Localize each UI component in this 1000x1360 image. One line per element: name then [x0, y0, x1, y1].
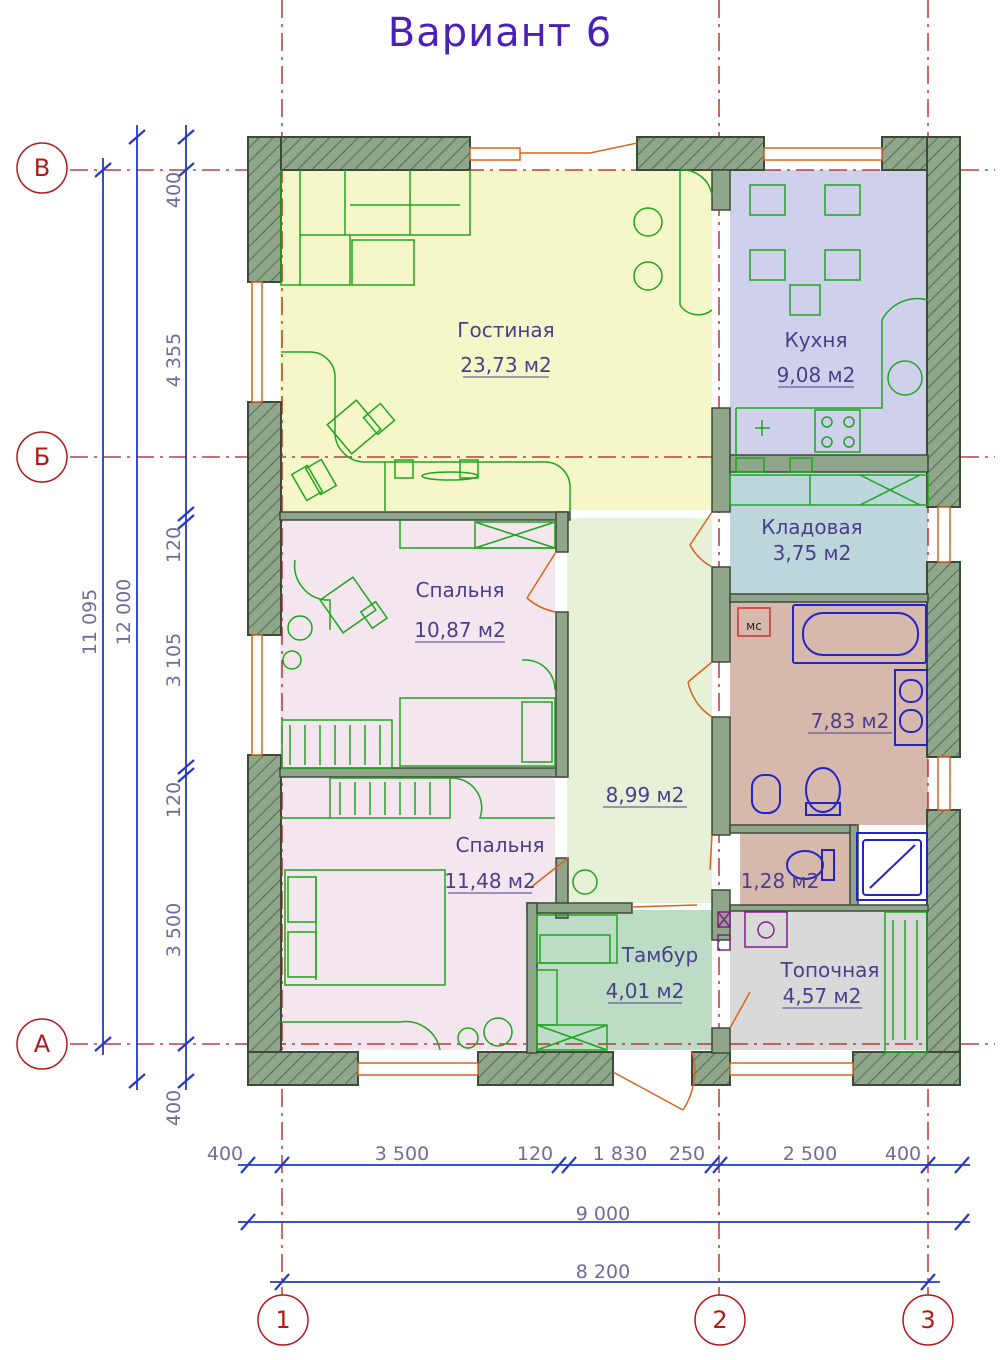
boiler-fixtures — [717, 911, 788, 951]
plan-title: Вариант 6 — [387, 10, 613, 56]
bathroom-fixtures — [737, 604, 928, 901]
axis-bubble-col — [257, 1294, 309, 1346]
room-area: 3,75 м2 — [773, 541, 852, 565]
room-name: Тамбур — [621, 943, 698, 967]
axis-label-row: А — [34, 1030, 51, 1058]
dim-left-segment: 120 — [163, 782, 185, 818]
bedroom1-fill — [280, 518, 555, 770]
windows — [251, 147, 951, 1076]
room-fills — [280, 170, 928, 1050]
room-area: 8,99 м2 — [606, 783, 685, 807]
ms-label: мс — [746, 619, 762, 633]
dimension-lines — [94, 125, 970, 1291]
bedroom2-fill — [280, 778, 555, 1050]
dim-left-segment: 400 — [163, 172, 185, 208]
dim-bottom-segment: 400 — [207, 1143, 243, 1165]
room-area: 1,28 м2 — [741, 869, 820, 893]
axis-label-col: 1 — [275, 1306, 290, 1334]
dim-bottom-segment: 400 — [885, 1143, 921, 1165]
axis-bubble-row — [16, 142, 68, 194]
room-area: 7,83 м2 — [811, 709, 890, 733]
dim-bottom-segment: 1 830 — [593, 1143, 647, 1165]
living-room-fill-lower — [280, 440, 570, 512]
room-area: 11,48 м2 — [444, 869, 535, 893]
interior-walls — [279, 169, 929, 1054]
doors — [520, 142, 751, 1111]
axis-label-col: 3 — [920, 1306, 935, 1334]
dim-bottom-total-outer: 9 000 — [576, 1203, 630, 1225]
axis-label-col: 2 — [712, 1306, 727, 1334]
axis-label-row: Б — [34, 443, 50, 471]
furniture — [280, 169, 929, 1053]
axis-label-row: В — [34, 154, 50, 182]
vestibule-fill — [535, 910, 712, 1050]
dim-bottom-segment: 3 500 — [375, 1143, 429, 1165]
exterior-walls — [247, 136, 961, 1086]
room-name: Топочная — [780, 958, 880, 982]
dim-bottom-total-inner: 8 200 — [576, 1261, 630, 1283]
dim-left-segment: 400 — [163, 1090, 185, 1126]
dim-bottom-segment: 2 500 — [783, 1143, 837, 1165]
room-area: 9,08 м2 — [777, 363, 856, 387]
boiler-room-fill — [730, 910, 928, 1050]
room-area: 4,01 м2 — [606, 979, 685, 1003]
axis-bubbles — [16, 142, 954, 1346]
dim-left-segment: 3 105 — [163, 633, 185, 687]
dim-left-total-inner: 11 095 — [79, 589, 101, 655]
dim-bottom-segment: 250 — [669, 1143, 705, 1165]
axis-bubble-row — [16, 431, 68, 483]
dim-left-total-outer: 12 000 — [113, 579, 135, 645]
kitchen-fill — [730, 170, 928, 455]
dim-bottom-segment: 120 — [517, 1143, 553, 1165]
wc-fill — [740, 828, 852, 906]
room-area: 4,57 м2 — [783, 984, 862, 1008]
hall-fill — [567, 518, 712, 903]
dim-left-segment: 3 500 — [163, 903, 185, 957]
room-name: Спальня — [456, 833, 545, 857]
dim-left-segment: 120 — [163, 527, 185, 563]
dimension-labels: 400 4 355 120 3 105 120 3 500 400 11 095… — [79, 172, 921, 1283]
room-area: 23,73 м2 — [460, 353, 551, 377]
axis-bubble-col — [902, 1294, 954, 1346]
dim-left-segment: 4 355 — [163, 333, 185, 387]
room-name: Спальня — [416, 578, 505, 602]
axis-bubble-row — [16, 1018, 68, 1070]
room-area: 10,87 м2 — [414, 618, 505, 642]
room-name: Кухня — [785, 328, 848, 352]
room-labels: Гостиная 23,73 м2 Кухня 9,08 м2 Кладовая… — [414, 318, 892, 1009]
room-name: Гостиная — [457, 318, 554, 342]
room-name: Кладовая — [761, 515, 862, 539]
axis-bubble-col — [694, 1294, 746, 1346]
